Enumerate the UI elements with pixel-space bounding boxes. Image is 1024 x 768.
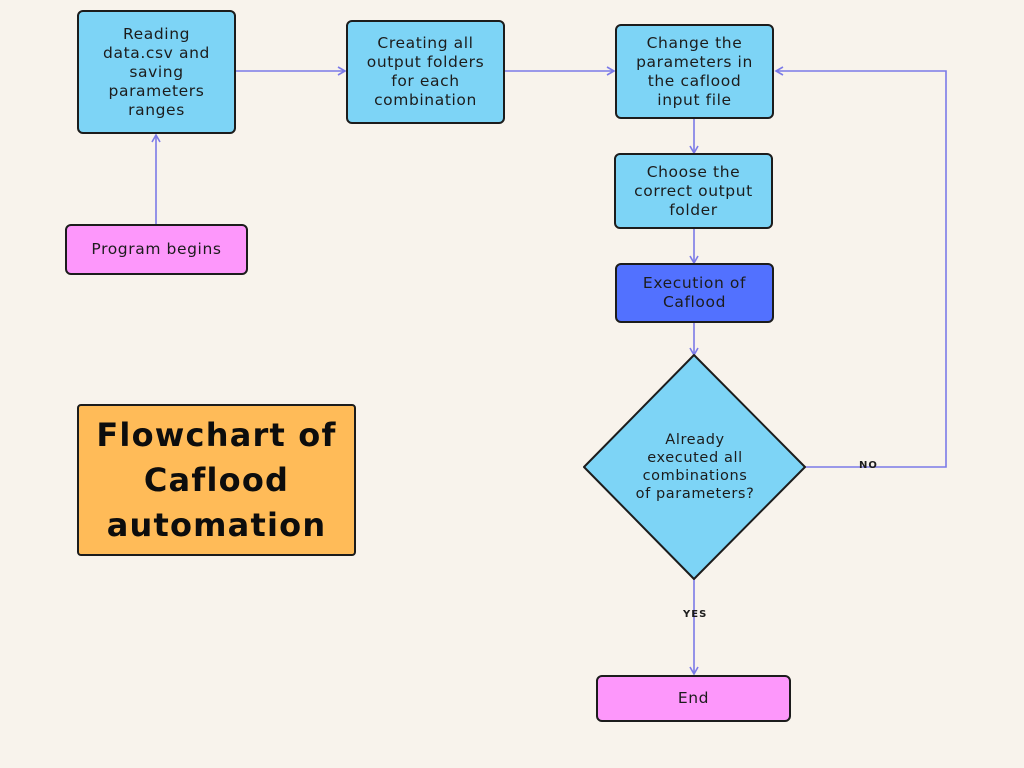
node-creating-folders: Creating all output folders for each com…	[346, 20, 505, 124]
decision-diamond	[583, 354, 806, 580]
decision-label: Already executed all combinations of par…	[635, 432, 755, 502]
flowchart-title: Flowchart of Caflood automation	[77, 404, 356, 556]
node-reading-data: Reading data.csv and saving parameters r…	[77, 10, 236, 134]
arrow-decision-no-loop	[774, 66, 947, 468]
node-end: End	[596, 675, 791, 722]
node-program-begins: Program begins	[65, 224, 248, 275]
edge-label-no: NO	[859, 460, 878, 471]
node-execution-caflood: Execution of Caflood	[615, 263, 774, 323]
node-choose-output-folder: Choose the correct output folder	[614, 153, 773, 229]
edge-label-yes: YES	[683, 609, 708, 620]
node-change-parameters: Change the parameters in the caflood inp…	[615, 24, 774, 119]
